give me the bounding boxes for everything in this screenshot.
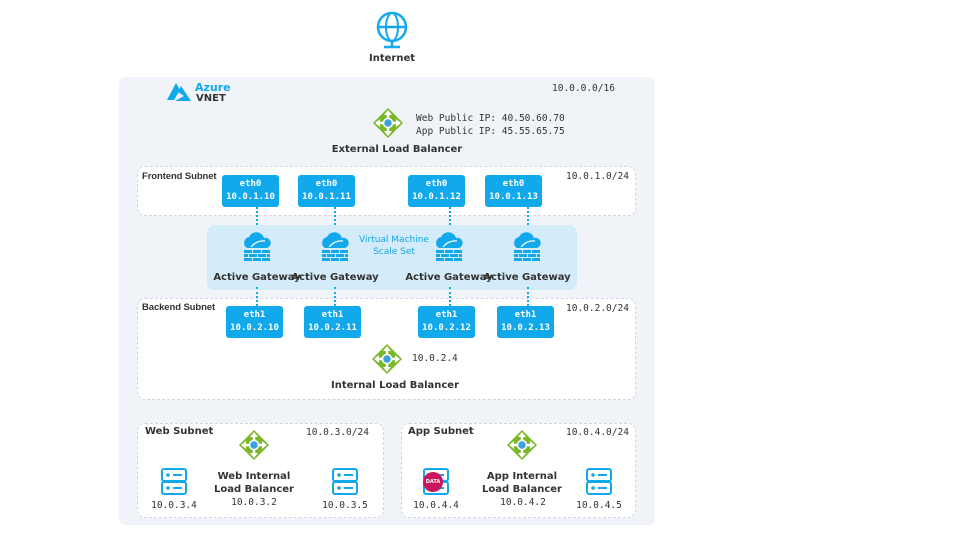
connector-line [449, 207, 451, 225]
vm-scale-set [207, 225, 577, 290]
gateway-firewall-icon [435, 231, 464, 262]
frontend-subnet-cidr: 10.0.1.0/24 [566, 171, 629, 182]
external-load-balancer-label: External Load Balancer [331, 144, 463, 155]
connector-line [527, 207, 529, 225]
server-ip: 10.0.4.4 [413, 500, 459, 511]
web-internal-lb-ip: 10.0.3.2 [231, 497, 277, 508]
internet-label: Internet [368, 53, 416, 64]
nic-ip: 10.0.2.13 [501, 323, 550, 333]
nic-name: eth1 [435, 310, 458, 320]
app-internal-lb-ip: 10.0.4.2 [500, 497, 546, 508]
globe-icon [376, 11, 408, 49]
server-ip: 10.0.4.5 [576, 500, 622, 511]
nic-name: eth0 [239, 179, 262, 189]
web-subnet-cidr: 10.0.3.0/24 [306, 427, 369, 438]
nic-ip: 10.0.1.11 [302, 192, 351, 202]
nic-eth1[interactable]: eth1 10.0.2.13 [497, 306, 554, 338]
lb-label-line2: Load Balancer [214, 484, 294, 495]
vnet-cidr: 10.0.0.0/16 [552, 83, 615, 94]
gateway-firewall-icon [321, 231, 350, 262]
gateway-label: Active Gateway [291, 272, 379, 283]
app-subnet-cidr: 10.0.4.0/24 [566, 427, 629, 438]
lb-label-line1: App Internal [486, 471, 558, 482]
frontend-subnet [137, 166, 636, 216]
nic-name: eth0 [425, 179, 448, 189]
server-icon [332, 468, 358, 495]
web-public-ip: Web Public IP: 40.50.60.70 [416, 113, 565, 124]
connector-line [449, 287, 451, 306]
connector-line [334, 287, 336, 306]
gateway-label: Active Gateway [213, 272, 301, 283]
nic-ip: 10.0.1.13 [489, 192, 538, 202]
azure-logo-icon [167, 83, 191, 101]
nic-ip: 10.0.1.12 [412, 192, 461, 202]
nic-eth0[interactable]: eth0 10.0.1.12 [408, 175, 465, 207]
vmss-label-line2: Scale Set [373, 247, 415, 257]
server-icon [586, 468, 612, 495]
vmss-label-line1: Virtual Machine [359, 235, 429, 245]
server-ip: 10.0.3.4 [151, 500, 197, 511]
nic-eth0[interactable]: eth0 10.0.1.10 [222, 175, 279, 207]
backend-subnet-cidr: 10.0.2.0/24 [566, 303, 629, 314]
internal-load-balancer-icon [371, 343, 403, 375]
gateway-label: Active Gateway [483, 272, 571, 283]
server-ip: 10.0.3.5 [322, 500, 368, 511]
nic-eth0[interactable]: eth0 10.0.1.13 [485, 175, 542, 207]
nic-ip: 10.0.2.11 [308, 323, 357, 333]
frontend-subnet-label: Frontend Subnet [142, 171, 217, 182]
azure-label: Azure [195, 81, 231, 94]
gateway-firewall-icon [513, 231, 542, 262]
gateway-firewall-icon [243, 231, 272, 262]
nic-name: eth0 [502, 179, 525, 189]
nic-eth1[interactable]: eth1 10.0.2.10 [226, 306, 283, 338]
vnet-label: VNET [196, 93, 226, 104]
lb-label-line2: Load Balancer [482, 484, 562, 495]
app-subnet-label: App Subnet [408, 426, 474, 437]
gateway-label: Active Gateway [405, 272, 493, 283]
nic-eth1[interactable]: eth1 10.0.2.12 [418, 306, 475, 338]
nic-name: eth1 [514, 310, 537, 320]
nic-eth1[interactable]: eth1 10.0.2.11 [304, 306, 361, 338]
nic-name: eth1 [321, 310, 344, 320]
connector-line [527, 287, 529, 306]
nic-name: eth1 [243, 310, 266, 320]
web-subnet-label: Web Subnet [145, 426, 214, 437]
nic-eth0[interactable]: eth0 10.0.1.11 [298, 175, 355, 207]
app-public-ip: App Public IP: 45.55.65.75 [416, 126, 565, 137]
nic-ip: 10.0.2.10 [230, 323, 279, 333]
lb-label-line1: Web Internal [217, 471, 291, 482]
internal-lb-ip: 10.0.2.4 [412, 353, 458, 364]
server-icon [161, 468, 187, 495]
connector-line [334, 207, 336, 225]
internal-load-balancer-label: Internal Load Balancer [330, 380, 460, 391]
data-badge: DATA [423, 472, 443, 492]
nic-ip: 10.0.1.10 [226, 192, 275, 202]
web-internal-lb-icon [238, 429, 270, 461]
connector-line [256, 287, 258, 306]
nic-ip: 10.0.2.12 [422, 323, 471, 333]
nic-name: eth0 [315, 179, 338, 189]
app-internal-lb-icon [506, 429, 538, 461]
backend-subnet-label: Backend Subnet [142, 302, 216, 313]
connector-line [256, 207, 258, 225]
external-load-balancer-icon [372, 107, 404, 139]
